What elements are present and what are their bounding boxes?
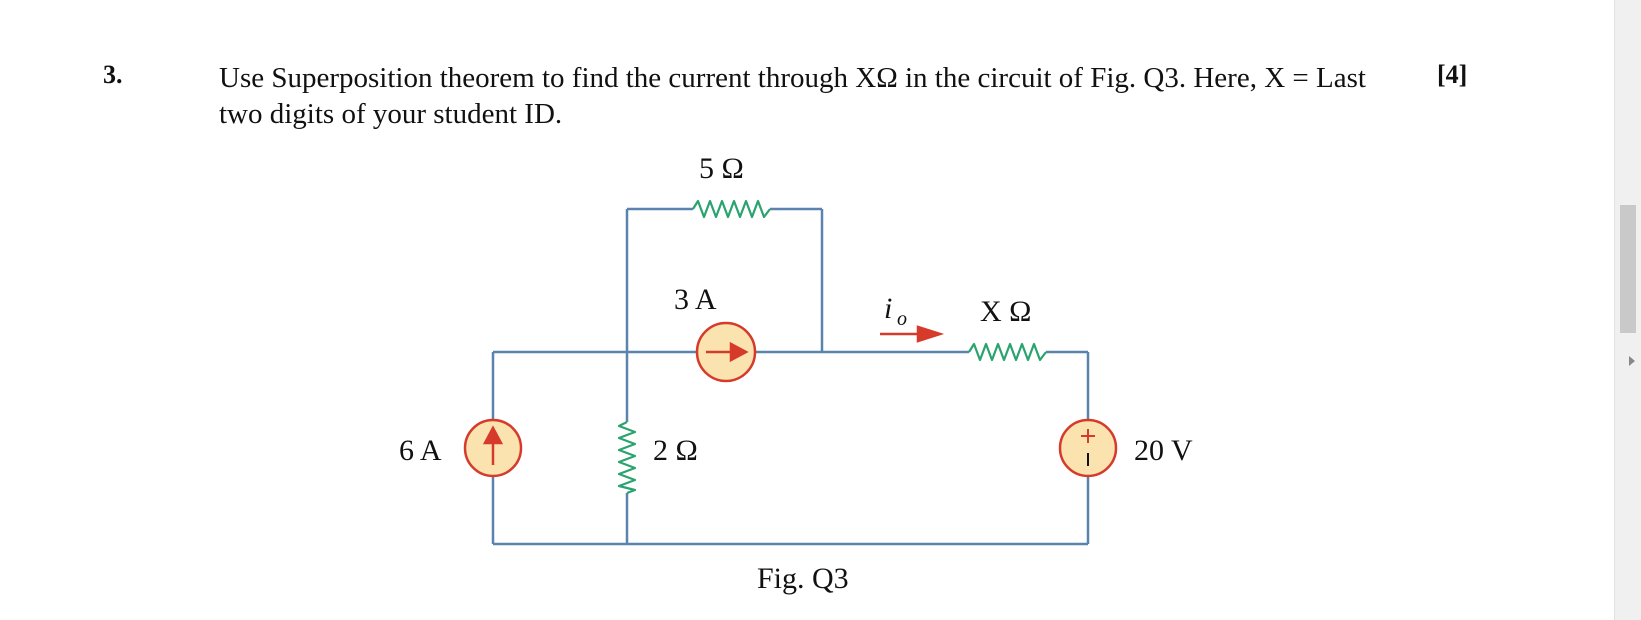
label-20v: 20 V (1134, 434, 1193, 467)
circuit-wires (491, 207, 1090, 546)
label-current-i: i (884, 292, 892, 325)
label-3a: 3 A (674, 283, 717, 316)
label-x-ohm: X Ω (980, 295, 1031, 328)
current-source-6a (463, 418, 523, 478)
label-2-ohm: 2 Ω (653, 434, 698, 467)
label-5-ohm: 5 Ω (699, 152, 744, 185)
voltage-source-20v (1058, 418, 1118, 478)
current-source-3a (695, 321, 757, 383)
question-number: 3. (103, 60, 123, 89)
resistor-2-ohm (617, 421, 637, 495)
vertical-scrollbar[interactable] (1614, 0, 1641, 620)
resistor-5-ohm (692, 199, 771, 219)
figure-caption: Fig. Q3 (757, 562, 849, 595)
label-6a: 6 A (399, 434, 442, 467)
scroll-arrow-icon[interactable] (1629, 356, 1635, 366)
resistor-x-ohm (968, 342, 1047, 362)
scrollbar-thumb[interactable] (1620, 205, 1636, 333)
label-current-subscript: o (897, 308, 907, 330)
current-arrow-io (880, 325, 945, 343)
question-marks: [4] (1437, 60, 1468, 89)
question-text: Use Superposition theorem to find the cu… (219, 62, 1366, 130)
